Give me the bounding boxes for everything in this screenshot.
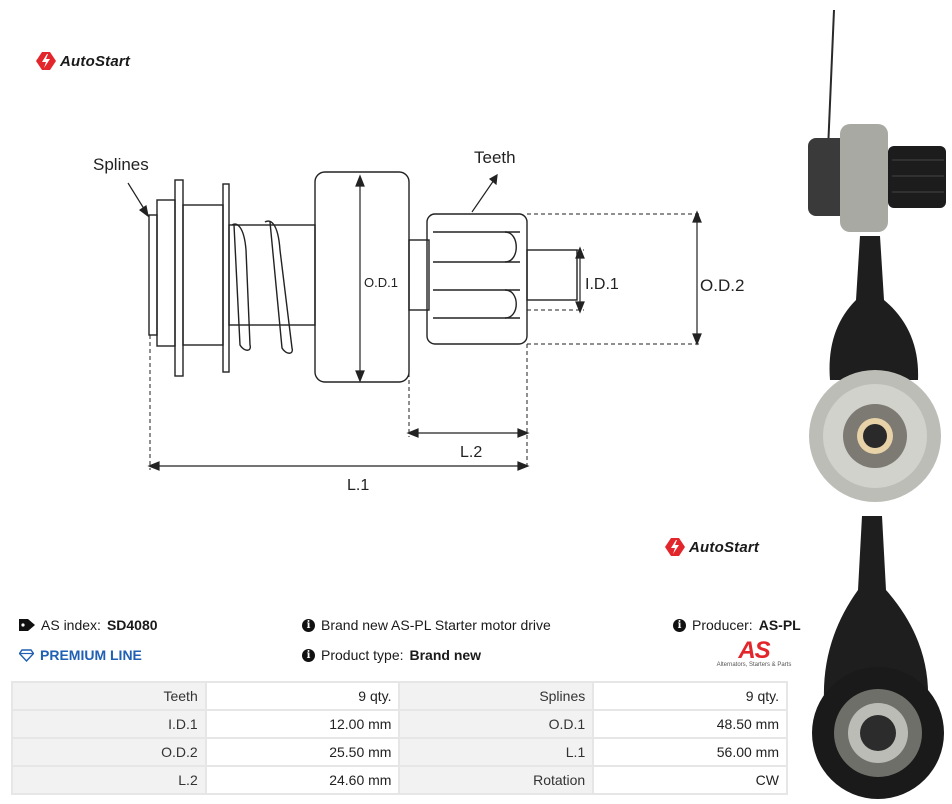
product-type: i Product type: Brand new <box>302 647 481 663</box>
as-index: AS index: SD4080 <box>19 617 158 633</box>
spring-coil-2 <box>264 220 294 354</box>
spec-key: Splines <box>398 681 595 711</box>
spec-key: O.D.2 <box>11 737 207 767</box>
producer-label: Producer: <box>692 617 753 633</box>
info-icon: i <box>673 618 686 632</box>
spline-plate <box>148 214 158 336</box>
as-pl-logo: AS Alternators, Starters & Parts <box>716 637 792 669</box>
spec-value: 9 qty. <box>592 681 788 711</box>
table-row: O.D.2 25.50 mm L.1 56.00 mm <box>11 737 788 767</box>
spec-value: 56.00 mm <box>592 737 788 767</box>
spec-value: CW <box>592 765 788 795</box>
producer-value: AS-PL <box>758 617 801 633</box>
spec-key: Rotation <box>398 765 595 795</box>
photo-back-view <box>812 516 944 799</box>
brand-name: AutoStart <box>60 52 131 70</box>
spring-coil-1 <box>231 223 252 351</box>
info-icon: i <box>302 648 315 662</box>
autostart-logo-secondary: AutoStart <box>665 538 759 556</box>
spec-value: 12.00 mm <box>204 709 401 739</box>
label-od1: O.D.1 <box>364 275 398 290</box>
producer: i Producer: AS-PL <box>673 617 801 633</box>
premium-line-badge: PREMIUM LINE <box>19 647 142 663</box>
spec-value: 9 qty. <box>204 681 401 711</box>
autostart-logo: AutoStart <box>36 52 130 70</box>
label-l1: L.1 <box>347 477 369 494</box>
product-photos <box>808 9 946 799</box>
pinion-gear <box>426 213 528 345</box>
as-pl-logo-text: AS <box>738 637 770 664</box>
table-row: Teeth 9 qty. Splines 9 qty. <box>11 681 788 711</box>
technical-diagram: Splines Teeth O.D.1 I.D.1 O.D.2 L.2 L.1 <box>93 148 744 494</box>
photo-side-view <box>808 9 946 232</box>
spec-key: L.2 <box>11 765 207 795</box>
spec-value: 48.50 mm <box>592 709 788 739</box>
label-teeth: Teeth <box>474 148 516 167</box>
label-splines: Splines <box>93 155 149 174</box>
product-description: i Brand new AS-PL Starter motor drive <box>302 617 551 633</box>
info-icon: i <box>302 618 315 632</box>
specs-table: Teeth 9 qty. Splines 9 qty. I.D.1 12.00 … <box>11 681 788 795</box>
autostart-logo-icon <box>36 52 56 70</box>
label-od2: O.D.2 <box>700 276 744 295</box>
diamond-icon <box>19 648 34 662</box>
label-id1: I.D.1 <box>585 276 619 293</box>
product-type-label: Product type: <box>321 647 404 663</box>
as-pl-tagline: Alternators, Starters & Parts <box>716 662 792 668</box>
label-l2: L.2 <box>460 444 482 461</box>
product-type-value: Brand new <box>409 647 482 663</box>
photo-front-view <box>809 236 941 502</box>
premium-line-label: PREMIUM LINE <box>40 647 142 663</box>
autostart-logo-icon <box>665 538 685 556</box>
table-row: L.2 24.60 mm Rotation CW <box>11 765 788 795</box>
tag-icon <box>19 619 35 631</box>
brand-name: AutoStart <box>689 538 760 556</box>
spec-value: 24.60 mm <box>204 765 401 795</box>
spec-key: O.D.1 <box>398 709 595 739</box>
spec-key: L.1 <box>398 737 595 767</box>
as-index-label: AS index: <box>41 617 101 633</box>
as-index-value: SD4080 <box>106 617 158 633</box>
table-row: I.D.1 12.00 mm O.D.1 48.50 mm <box>11 709 788 739</box>
spec-key: Teeth <box>11 681 207 711</box>
spec-value: 25.50 mm <box>204 737 401 767</box>
spec-key: I.D.1 <box>11 709 207 739</box>
description-text: Brand new AS-PL Starter motor drive <box>321 617 551 633</box>
